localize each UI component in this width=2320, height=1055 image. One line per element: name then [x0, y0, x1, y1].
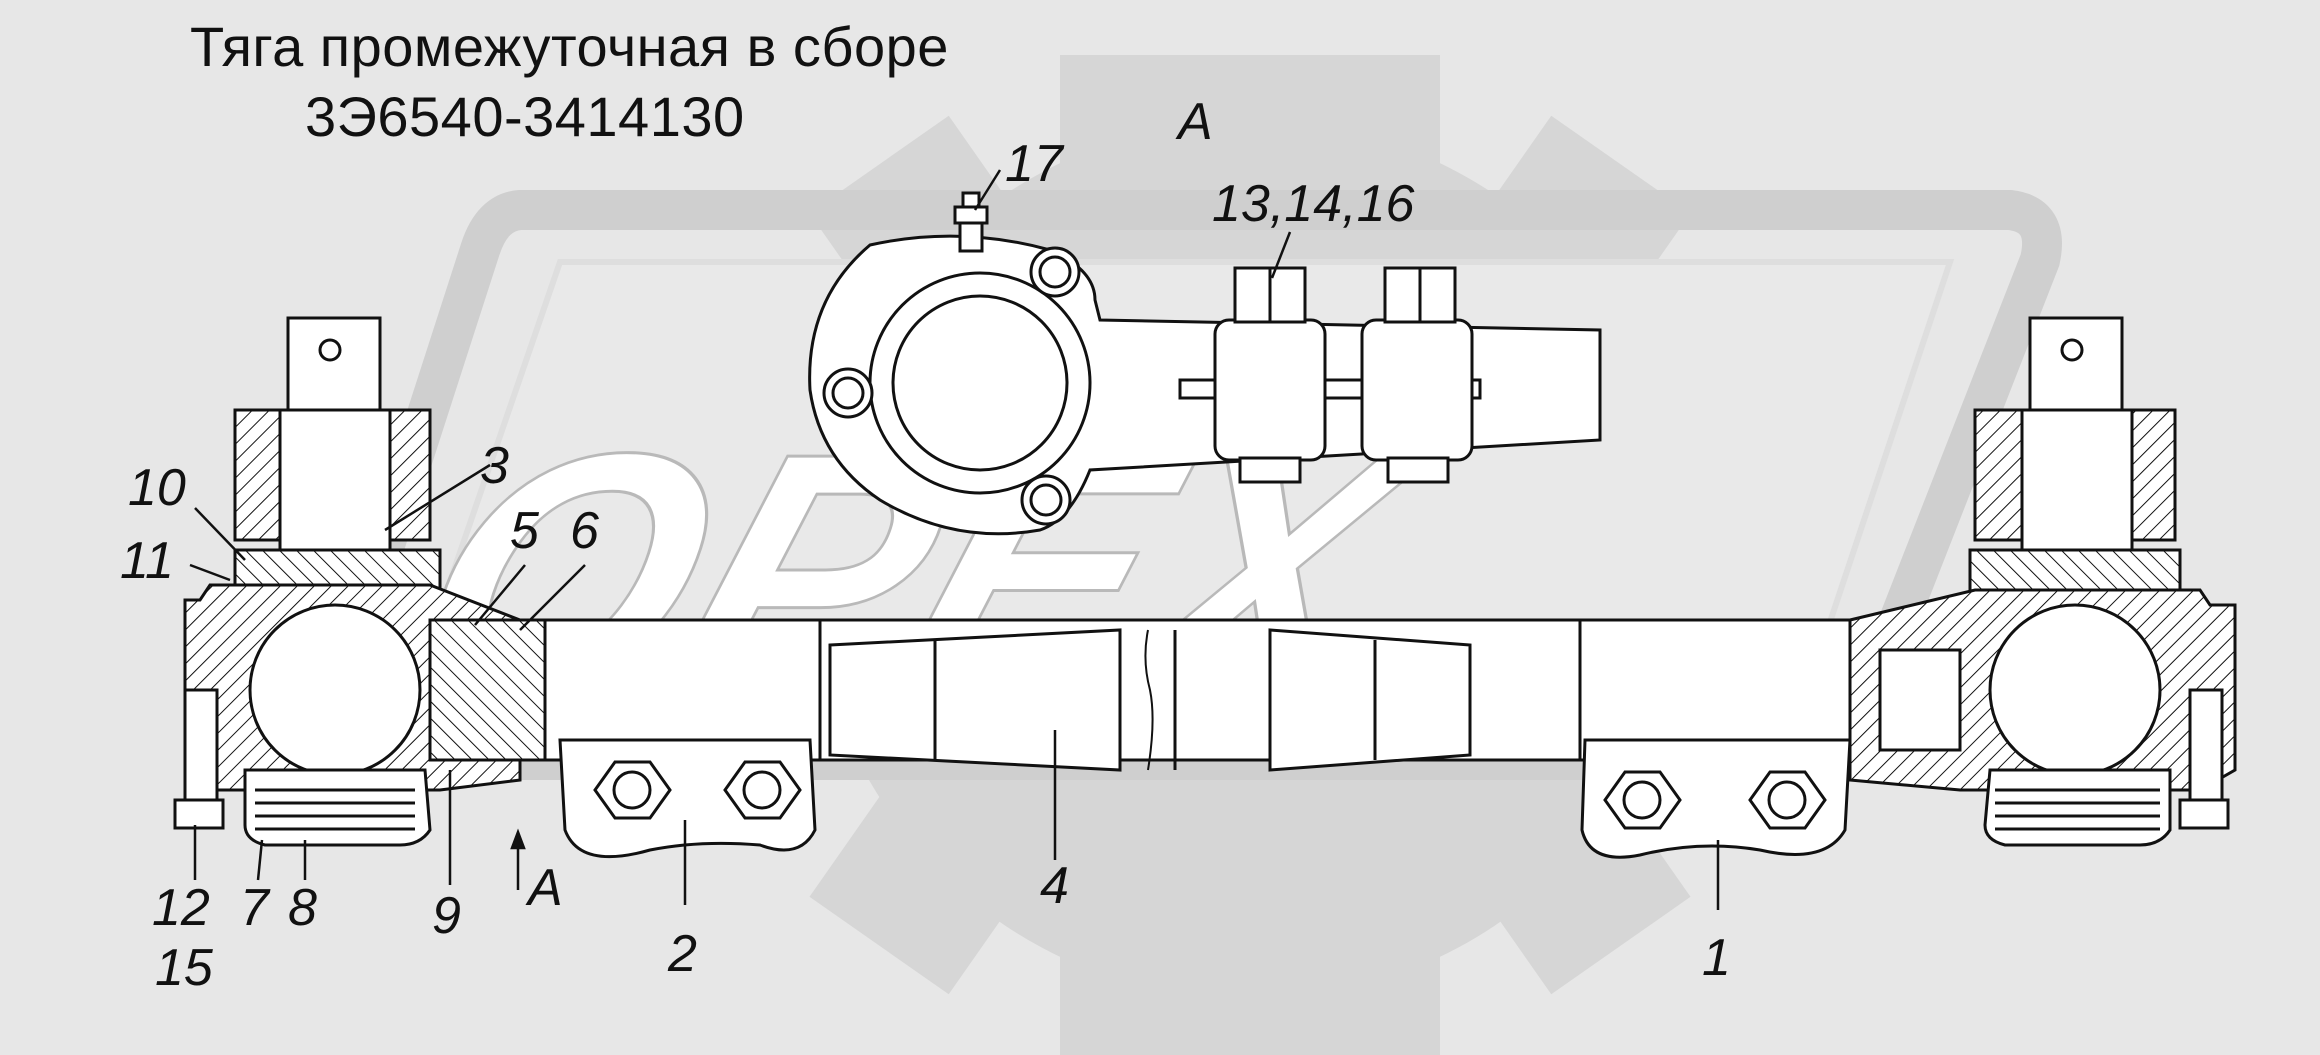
- callout-13-14-16: 13,14,16: [1212, 175, 1415, 233]
- callout-1: 1: [1702, 929, 1731, 987]
- callout-3: 3: [480, 437, 509, 495]
- callout-8: 8: [288, 879, 317, 937]
- callout-6: 6: [570, 502, 599, 560]
- callout-17: 17: [1005, 135, 1063, 193]
- right-ball-joint: [1848, 316, 2237, 847]
- callout-9: 9: [432, 887, 461, 945]
- leader-lines: [189, 169, 1720, 910]
- callout-2: 2: [668, 925, 697, 983]
- break-marks: [1144, 629, 1154, 771]
- callout-10: 10: [128, 459, 186, 517]
- left-ball-joint: [173, 316, 547, 847]
- left-clamp: [543, 618, 822, 859]
- callout-12: 12: [152, 879, 210, 937]
- callout-15: 15: [155, 939, 213, 997]
- callout-11: 11: [120, 532, 174, 590]
- callout-4: 4: [1040, 857, 1069, 915]
- drawing-title: Тяга промежуточная в сборе: [190, 15, 949, 78]
- bolt-clamp-assembly: [1178, 266, 1482, 484]
- right-clamp: [1578, 618, 1857, 859]
- callout-7: 7: [240, 879, 269, 937]
- drawing-part-number: 3Э6540-3414130: [305, 85, 745, 148]
- view-arrow-label-a: A: [528, 859, 563, 917]
- callout-5: 5: [510, 502, 539, 560]
- view-label-a: A: [1178, 93, 1213, 151]
